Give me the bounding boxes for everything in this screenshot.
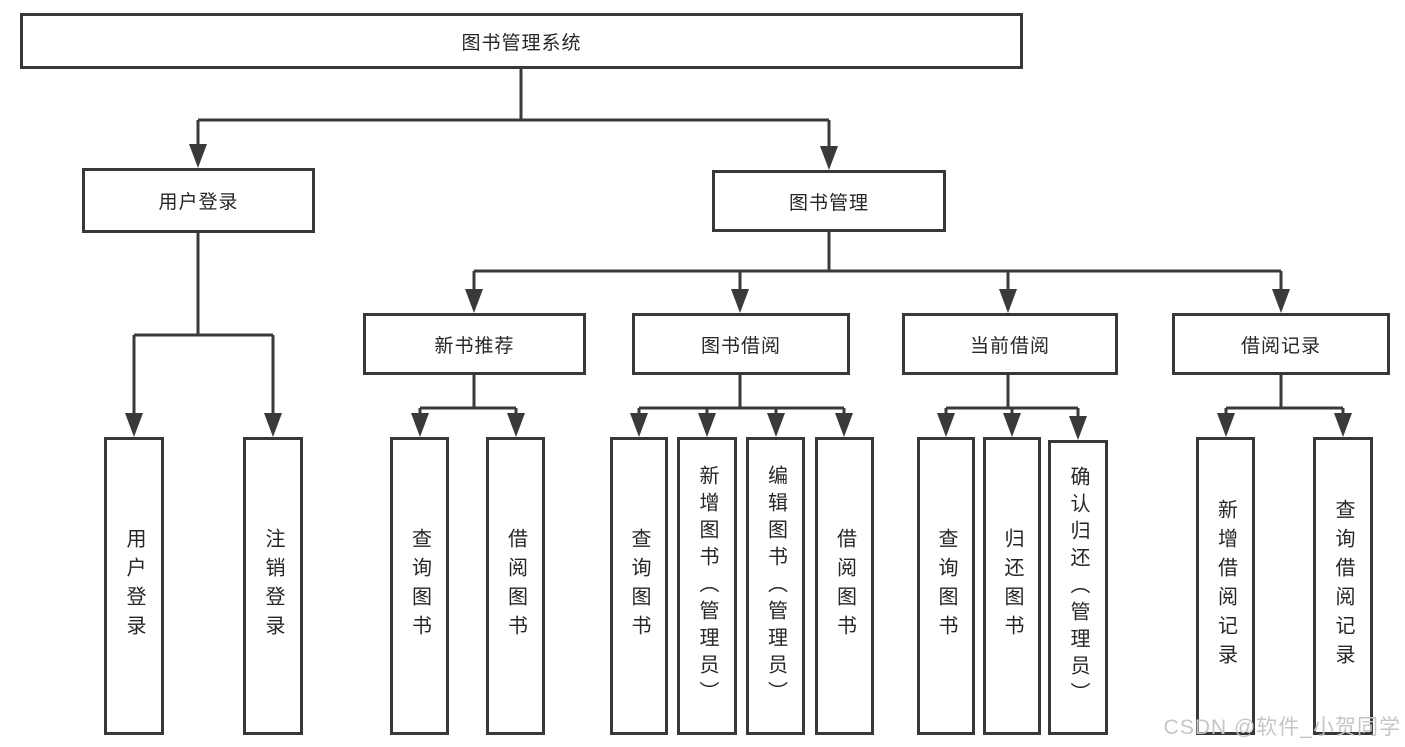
arrow-down-icon	[465, 289, 483, 313]
leaf-label: 确认归还（管理员）	[1067, 466, 1089, 709]
leaf-query-books-borrowing: 查询图书	[610, 437, 668, 735]
leaf-add-borrow-record: 新增借阅记录	[1196, 437, 1255, 735]
leaf-label: 编辑图书（管理员）	[764, 464, 787, 708]
leaf-label: 新增图书（管理员）	[696, 464, 718, 708]
arrow-down-icon	[411, 413, 429, 437]
arrow-down-icon	[630, 413, 648, 437]
arrow-down-icon	[1217, 413, 1235, 437]
node-library-management-system: 图书管理系统	[20, 13, 1023, 69]
leaf-edit-books-admin: 编辑图书（管理员）	[746, 437, 805, 735]
leaf-query-books-recommend: 查询图书	[390, 437, 449, 735]
arrow-down-icon	[1069, 416, 1087, 440]
leaf-label: 归还图书	[1001, 528, 1023, 644]
leaf-label: 借阅图书	[504, 528, 527, 644]
arrow-down-icon	[820, 146, 838, 170]
leaf-label: 用户登录	[123, 528, 145, 644]
leaf-borrow-books-recommend: 借阅图书	[486, 437, 545, 735]
arrow-down-icon	[767, 413, 785, 437]
leaf-return-books: 归还图书	[983, 437, 1041, 735]
arrow-down-icon	[189, 144, 207, 168]
leaf-add-books-admin: 新增图书（管理员）	[677, 437, 737, 735]
arrow-down-icon	[698, 413, 716, 437]
leaf-borrow-books-borrowing: 借阅图书	[815, 437, 874, 735]
leaf-logout: 注销登录	[243, 437, 303, 735]
arrow-down-icon	[1003, 413, 1021, 437]
arrow-down-icon	[125, 413, 143, 437]
leaf-query-borrow-record: 查询借阅记录	[1313, 437, 1373, 735]
leaf-label: 查询图书	[935, 528, 957, 644]
leaf-label: 新增借阅记录	[1214, 499, 1237, 673]
leaf-label: 查询图书	[628, 528, 650, 644]
node-book-management: 图书管理	[712, 170, 946, 232]
arrow-down-icon	[1272, 289, 1290, 313]
leaf-label: 查询图书	[408, 528, 431, 644]
arrow-down-icon	[507, 413, 525, 437]
node-new-book-recommendation: 新书推荐	[363, 313, 586, 375]
arrow-down-icon	[999, 289, 1017, 313]
leaf-label: 注销登录	[262, 528, 284, 644]
arrowhead-icons	[125, 144, 1352, 440]
csdn-watermark: CSDN @软件_小贺同学	[1163, 716, 1401, 739]
arrow-down-icon	[1334, 413, 1352, 437]
leaf-label: 借阅图书	[833, 528, 856, 644]
node-current-borrowing: 当前借阅	[902, 313, 1118, 375]
node-user-login: 用户登录	[82, 168, 315, 233]
node-book-borrowing: 图书借阅	[632, 313, 850, 375]
arrow-down-icon	[937, 413, 955, 437]
arrow-down-icon	[835, 413, 853, 437]
node-borrowing-records: 借阅记录	[1172, 313, 1390, 375]
leaf-label: 查询借阅记录	[1332, 499, 1354, 673]
leaf-user-login: 用户登录	[104, 437, 164, 735]
leaf-confirm-return-admin: 确认归还（管理员）	[1048, 440, 1108, 735]
arrow-down-icon	[264, 413, 282, 437]
arrow-down-icon	[731, 289, 749, 313]
leaf-query-books-current: 查询图书	[917, 437, 975, 735]
